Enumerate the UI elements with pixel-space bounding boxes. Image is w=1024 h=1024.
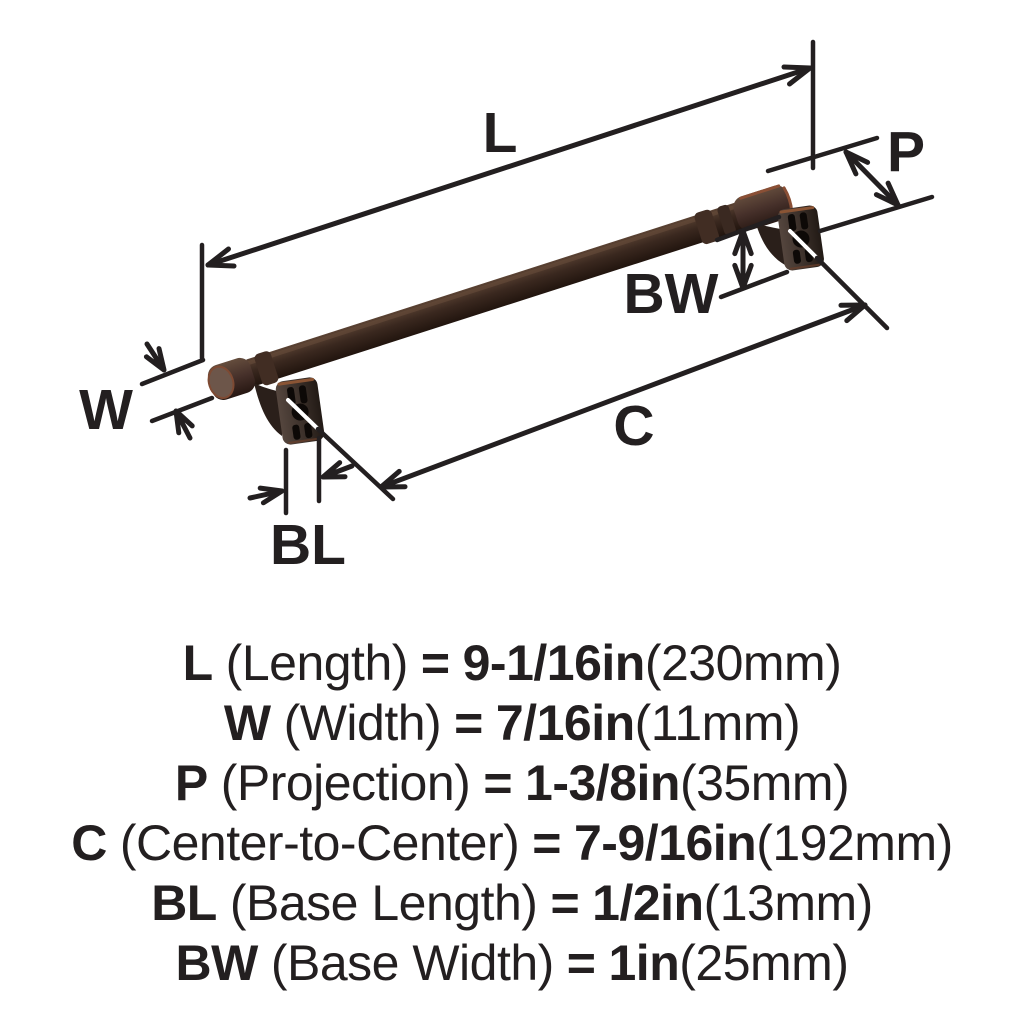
right-small-ring	[717, 204, 736, 236]
dim-W-arrow-bottom	[173, 408, 195, 441]
spec-list: L(Length)=9-1/16in(230mm) W(Width)=7/16i…	[0, 633, 1024, 993]
dim-BL-arrow-right	[320, 460, 355, 480]
equals-sign: =	[483, 755, 513, 811]
spec-value: 9-1/16in	[462, 635, 646, 691]
equals-sign: =	[420, 635, 450, 691]
spec-symbol: P	[174, 755, 208, 811]
dim-L-arrowheads	[205, 64, 813, 269]
spec-symbol: BW	[175, 935, 259, 991]
left-slot-bottom-b	[304, 423, 313, 439]
left-cap-face	[207, 365, 235, 399]
left-slot-top-b	[298, 385, 308, 404]
spec-name: (Width)	[283, 695, 442, 751]
spec-name: (Projection)	[220, 755, 471, 811]
dim-BW-ext-bottom	[718, 269, 790, 300]
spec-line-length: L(Length)=9-1/16in(230mm)	[0, 633, 1024, 693]
right-plate-copper-top	[779, 206, 815, 214]
dim-BL-arrow-left	[247, 485, 285, 506]
left-post-buttress	[254, 383, 282, 436]
dim-W-arrow-top	[143, 341, 167, 373]
spec-name: (Base Length)	[229, 875, 538, 931]
equals-sign: =	[566, 935, 596, 991]
left-slot-bottom-a	[292, 424, 301, 440]
label-L: L	[483, 101, 518, 165]
spec-line-width: W(Width)=7/16in(11mm)	[0, 693, 1024, 753]
spec-metric: (25mm)	[679, 935, 849, 991]
label-C: C	[613, 394, 654, 458]
label-BW: BW	[624, 262, 719, 326]
right-screw-hole	[792, 230, 810, 248]
spec-name: (Base Width)	[270, 935, 554, 991]
left-plate-copper-top	[277, 377, 315, 386]
right-collar-ring	[694, 209, 720, 245]
dim-W-ext-bottom	[149, 395, 215, 424]
spec-name: (Center-to-Center)	[119, 815, 520, 871]
spec-symbol: C	[71, 815, 107, 871]
spec-value: 1in	[608, 935, 680, 991]
label-BL: BL	[270, 513, 346, 577]
label-P: P	[887, 120, 925, 184]
spec-value: 1-3/8in	[525, 755, 680, 811]
right-slot-top-a	[787, 214, 797, 232]
right-slot-top-b	[799, 212, 809, 230]
left-plate-copper-bottom	[288, 437, 321, 444]
right-plate-copper-bottom	[789, 263, 820, 270]
left-mounting-post	[254, 377, 325, 445]
dim-C-ext-right-white	[788, 229, 819, 260]
dim-P	[765, 135, 935, 234]
spec-value: 7/16in	[495, 695, 635, 751]
right-slot-bottom-a	[792, 249, 801, 264]
dim-C-ext-left-white	[286, 398, 320, 431]
spec-name: (Length)	[225, 635, 409, 691]
dim-C-arrowheads	[378, 302, 868, 490]
bar-highlight	[246, 199, 753, 366]
dim-C-ext-right	[814, 255, 890, 331]
dim-BW-ext-top	[714, 214, 782, 243]
dim-BW	[714, 214, 790, 300]
dim-BL	[247, 435, 355, 516]
spec-symbol: L	[182, 635, 214, 691]
spec-line-center-to-center: C(Center-to-Center)=7-9/16in(192mm)	[0, 813, 1024, 873]
right-post-buttress	[756, 224, 785, 265]
bar-body	[246, 197, 760, 387]
dim-C-line	[378, 302, 868, 490]
spec-line-base-width: BW(Base Width)=1in(25mm)	[0, 933, 1024, 993]
dim-L	[199, 39, 816, 361]
spec-value: 1/2in	[592, 875, 704, 931]
spec-symbol: BL	[151, 875, 217, 931]
equals-sign: =	[454, 695, 483, 751]
spec-value: 7-9/16in	[574, 815, 757, 871]
spec-line-projection: P(Projection)=1-3/8in(35mm)	[0, 753, 1024, 813]
dim-BW-arrowheads	[732, 228, 754, 291]
spec-line-base-length: BL(Base Length)=1/2in(13mm)	[0, 873, 1024, 933]
spec-metric: (230mm)	[644, 635, 842, 691]
dim-P-ext-top	[765, 135, 880, 174]
spec-metric: (11mm)	[634, 695, 801, 751]
dim-P-arrowheads	[843, 149, 901, 208]
spec-symbol: W	[223, 695, 271, 751]
spec-metric: (35mm)	[679, 755, 850, 811]
left-collar-ring	[254, 351, 279, 386]
equals-sign: =	[550, 875, 580, 931]
dim-P-line	[843, 149, 901, 208]
dim-W	[139, 341, 215, 441]
dim-W-ext-top	[139, 357, 206, 387]
label-W: W	[79, 378, 133, 442]
dim-L-line	[205, 65, 813, 268]
dim-P-ext-bottom	[817, 194, 935, 234]
spec-metric: (192mm)	[756, 815, 953, 871]
dim-C	[286, 229, 890, 502]
equals-sign: =	[532, 815, 561, 871]
spec-metric: (13mm)	[703, 875, 874, 931]
